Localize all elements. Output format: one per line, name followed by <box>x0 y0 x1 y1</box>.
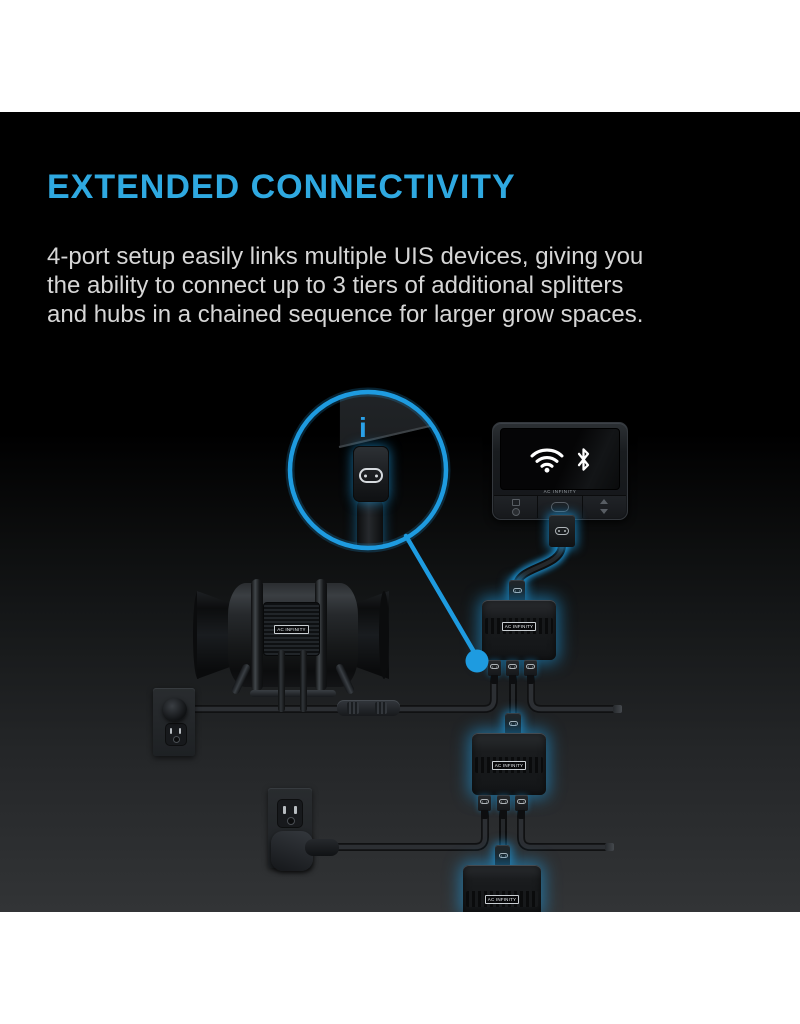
controller-button-group-left <box>494 496 539 518</box>
splitter2-port-2 <box>497 795 510 819</box>
splitter1-port-2 <box>506 660 519 684</box>
uis-splitter-1: AC INFINITY <box>482 600 556 660</box>
display-button-icon <box>511 499 520 506</box>
description-line-2: the ability to connect up to 3 tiers of … <box>47 272 624 299</box>
description-line-3: and hubs in a chained sequence for large… <box>47 301 644 328</box>
cable-end-connector-lower <box>605 843 614 851</box>
cable-lower-right <box>517 808 610 851</box>
uis-port-icon <box>508 664 517 669</box>
power-cables <box>183 666 618 851</box>
uis-port-icon <box>480 799 489 804</box>
uis-port-icon <box>509 721 518 726</box>
outlet-receptacle <box>165 723 187 746</box>
headline: EXTENDED CONNECTIVITY <box>47 168 516 206</box>
fan-stand-base <box>250 690 336 697</box>
splitter-label-stripe: AC INFINITY <box>475 757 543 773</box>
fan-motor-panel: AC INFINITY <box>263 602 320 656</box>
splitter-power-plug-boot <box>305 839 339 856</box>
uis-port-icon <box>499 799 508 804</box>
splitter2-brand-label: AC INFINITY <box>491 760 527 770</box>
outlet-ground-hole <box>287 817 295 825</box>
fan-duct-right-cap <box>379 591 389 679</box>
description-line-1: 4-port setup easily links multiple UIS d… <box>47 243 644 270</box>
fan-cable-left <box>278 650 285 712</box>
uis-controller: AC INFINITY <box>492 422 628 520</box>
controller-brand-label: AC INFINITY <box>543 489 577 494</box>
uis-port-icon <box>513 588 522 593</box>
wifi-icon <box>530 448 563 473</box>
inline-fan-controller <box>337 700 400 716</box>
splitter-label-stripe: AC INFINITY <box>466 891 538 907</box>
uis-logo-button-icon <box>550 502 569 512</box>
controller-button-group-right <box>583 496 626 518</box>
outlet-slot <box>283 806 286 814</box>
fan-cable-right <box>300 650 307 712</box>
splitter1-brand-label: AC INFINITY <box>501 621 537 631</box>
product-graphic: EXTENDED CONNECTIVITY 4-port setup easil… <box>0 112 800 912</box>
cable-upper-right <box>527 666 618 713</box>
uis-port-icon <box>499 853 508 858</box>
outlet-ground-hole <box>173 736 180 743</box>
bluetooth-icon <box>577 447 589 471</box>
outlet-slot <box>294 806 297 814</box>
controller-buttons <box>494 495 626 518</box>
closeup-cable <box>357 498 383 548</box>
splitter3-brand-label: AC INFINITY <box>484 894 520 904</box>
uis-port-icon <box>517 799 526 804</box>
uis-port-icon <box>526 664 535 669</box>
up-arrow-icon <box>600 499 609 504</box>
splitter2-port-3 <box>515 795 528 819</box>
controller-port-connector <box>549 515 575 547</box>
uis-splitter-3: AC INFINITY <box>463 865 541 912</box>
splitter2-port-1 <box>478 795 491 819</box>
outlet-slot <box>170 728 172 734</box>
splitter2-input-connector <box>505 713 521 735</box>
uis-port-icon <box>555 527 569 535</box>
controller-button-group-center <box>538 496 583 518</box>
zoom-callout: i <box>290 392 446 548</box>
cable-lower-run <box>332 808 489 851</box>
splitter1-input-connector <box>509 580 525 602</box>
splitter1-port-3 <box>524 660 537 684</box>
fan-brand-label: AC INFINITY <box>274 624 309 634</box>
controller-screen <box>500 428 620 490</box>
fan-duct-left <box>197 591 231 679</box>
splitter-label-stripe: AC INFINITY <box>485 618 553 634</box>
uis-splitter-2: AC INFINITY <box>472 733 546 795</box>
inline-duct-fan: AC INFINITY <box>193 573 395 699</box>
fan-power-plug <box>163 698 187 721</box>
power-button-icon <box>511 508 520 516</box>
outlet-slot <box>179 728 181 734</box>
fan-strap-left <box>251 579 263 691</box>
cable-end-connector-upper <box>613 705 622 713</box>
info-mark: i <box>359 412 367 443</box>
splitter1-port-1 <box>488 660 501 684</box>
down-arrow-icon <box>600 509 609 514</box>
description: 4-port setup easily links multiple UIS d… <box>47 242 643 329</box>
outlet-receptacle <box>277 799 303 828</box>
uis-port-icon <box>359 468 383 483</box>
splitter3-input-connector <box>495 845 510 867</box>
uis-port-icon <box>490 664 499 669</box>
closeup-uis-connector <box>353 446 389 502</box>
